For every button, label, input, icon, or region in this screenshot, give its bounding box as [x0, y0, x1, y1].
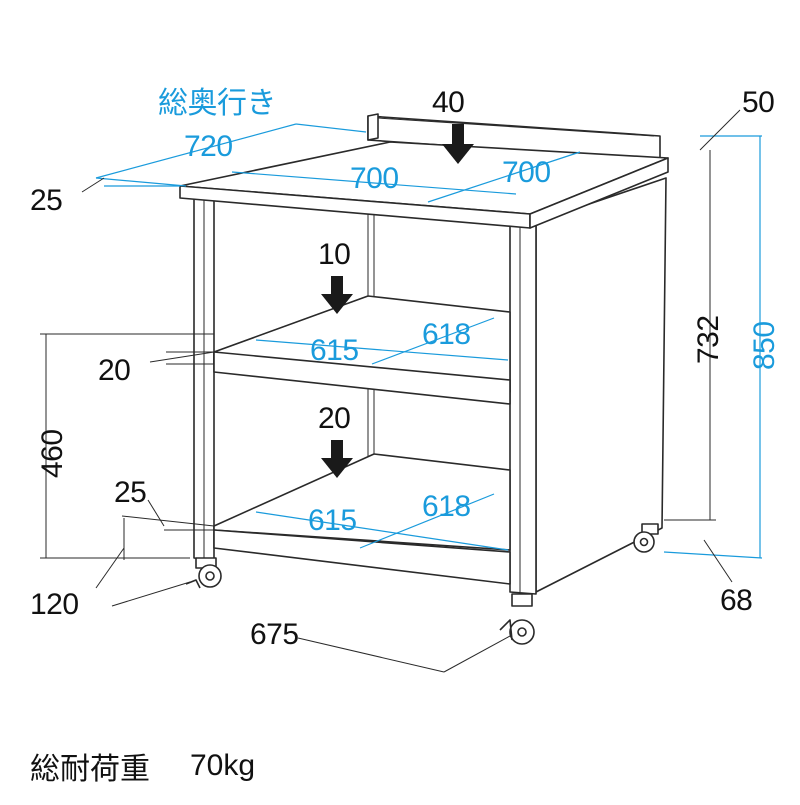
inner-height-label: 732 — [692, 315, 725, 364]
caster-front-left — [185, 557, 222, 589]
load-arrow-top — [442, 124, 474, 164]
back-panel — [367, 113, 661, 161]
base-width-label: 675 — [250, 618, 299, 651]
load-arrow-shelf1 — [321, 276, 353, 314]
shelf1-thickness-label: 20 — [98, 354, 130, 387]
back-panel-height-label: 50 — [742, 86, 774, 119]
total-depth-title: 総奥行き — [158, 87, 276, 120]
load-capacity-value: 70kg — [190, 749, 256, 782]
top-width-label: 700 — [350, 162, 399, 195]
black-dimension-lines — [40, 109, 741, 673]
total-depth-label: 720 — [184, 130, 233, 163]
shelf1-load-label: 10 — [318, 238, 350, 271]
load-arrow-shelf2 — [321, 440, 353, 478]
shelf1-depth-label: 618 — [422, 318, 471, 351]
bottom-clearance-label: 120 — [30, 588, 79, 621]
shelf2-width-label: 615 — [308, 504, 357, 537]
casters — [185, 523, 659, 645]
bottom-shelf — [213, 453, 511, 585]
total-height-label: 850 — [748, 321, 781, 370]
top-board — [179, 141, 669, 229]
caster-front-right — [499, 593, 535, 645]
front-right-post — [509, 221, 537, 595]
load-capacity-footer: 総耐荷重 70kg — [30, 744, 255, 788]
lower-height-label: 460 — [36, 429, 69, 478]
caster-height-label: 68 — [720, 584, 752, 617]
top-overhang-label: 25 — [30, 184, 62, 217]
labels: 総奥行き 720 40 50 700 700 25 10 615 618 20 … — [30, 86, 781, 651]
top-depth-label: 700 — [502, 156, 551, 189]
load-capacity-label: 総耐荷重 — [30, 753, 150, 786]
top-load-label: 40 — [432, 86, 464, 119]
blue-dimension-lines — [95, 123, 763, 559]
shelf2-thickness-label: 25 — [114, 476, 146, 509]
shelf2-depth-label: 618 — [422, 490, 471, 523]
shelf1-width-label: 615 — [310, 334, 359, 367]
shelf2-load-label: 20 — [318, 402, 350, 435]
caster-rear-right — [633, 523, 659, 553]
